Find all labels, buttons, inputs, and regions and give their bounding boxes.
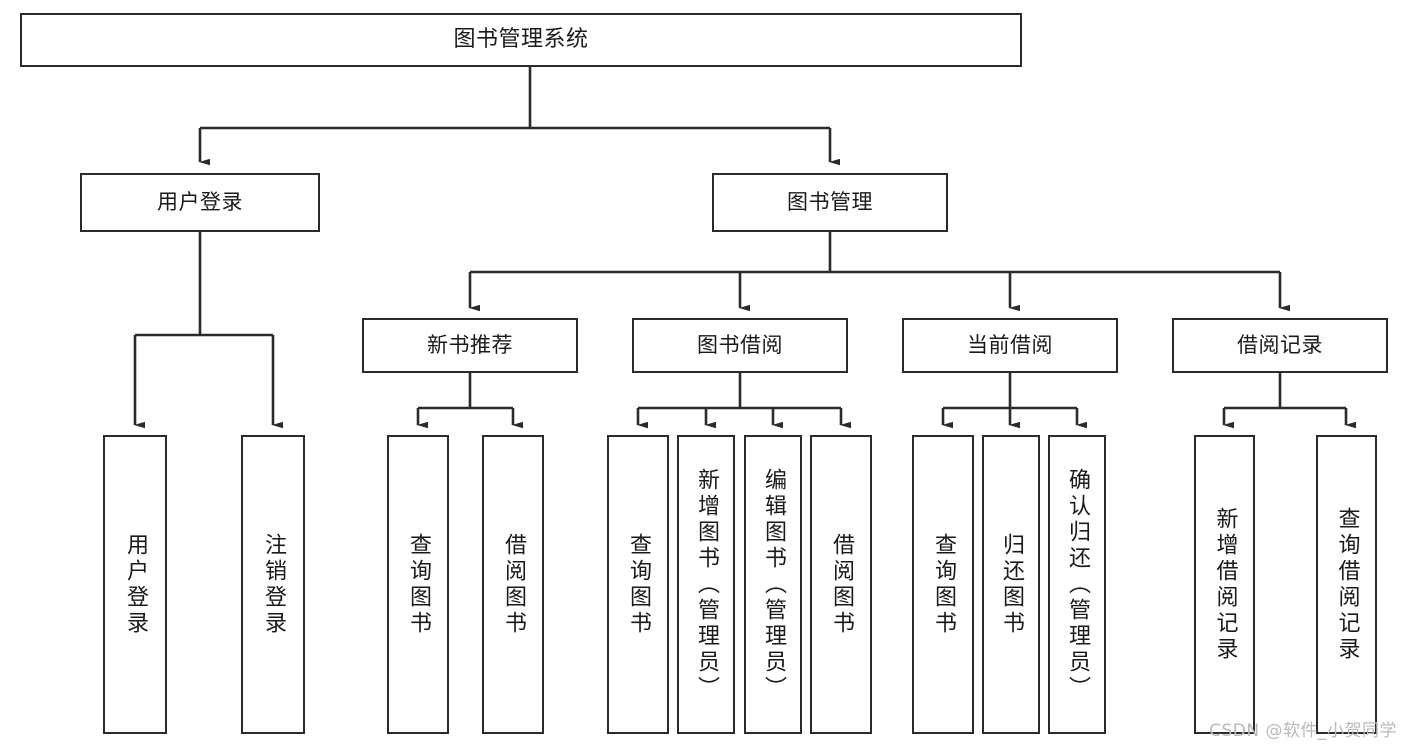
node-label: 用户登录 — [157, 190, 243, 215]
node-root-system[interactable]: 图书管理系统 — [20, 13, 1022, 67]
node-new-book-recommend[interactable]: 新书推荐 — [362, 318, 578, 373]
node-leaf-user-login[interactable]: 用户登录 — [103, 435, 167, 734]
node-label: 注销登录 — [261, 532, 286, 637]
node-user-login[interactable]: 用户登录 — [80, 173, 320, 232]
node-label: 新增借阅记录 — [1212, 506, 1238, 663]
node-leaf-query-record[interactable]: 查询借阅记录 — [1316, 435, 1377, 734]
node-leaf-return-book[interactable]: 归还图书 — [982, 435, 1040, 734]
node-leaf-query-book-3[interactable]: 查询图书 — [912, 435, 974, 734]
node-label: 新增图书（管理员） — [694, 467, 719, 702]
node-leaf-query-book-2[interactable]: 查询图书 — [607, 435, 669, 734]
node-label: 借阅记录 — [1237, 333, 1323, 358]
node-label: 借阅图书 — [501, 532, 526, 637]
node-label: 归还图书 — [999, 532, 1024, 637]
node-label: 编辑图书（管理员） — [761, 467, 786, 702]
node-leaf-confirm-return[interactable]: 确认归还（管理员） — [1048, 435, 1106, 734]
node-label: 查询图书 — [931, 532, 956, 637]
node-leaf-edit-book[interactable]: 编辑图书（管理员） — [744, 435, 802, 734]
node-label: 确认归还（管理员） — [1065, 467, 1090, 702]
node-label: 图书管理系统 — [453, 27, 589, 53]
node-leaf-query-book-1[interactable]: 查询图书 — [387, 435, 449, 734]
node-label: 图书管理 — [787, 190, 873, 215]
node-label: 当前借阅 — [967, 333, 1053, 358]
node-label: 用户登录 — [123, 532, 148, 637]
node-borrow-record[interactable]: 借阅记录 — [1172, 318, 1388, 373]
node-label: 查询图书 — [406, 532, 431, 637]
node-book-manage[interactable]: 图书管理 — [712, 173, 948, 232]
node-leaf-borrow-book-1[interactable]: 借阅图书 — [482, 435, 544, 734]
node-label: 查询借阅记录 — [1334, 506, 1360, 663]
node-label: 新书推荐 — [427, 333, 513, 358]
node-leaf-add-book[interactable]: 新增图书（管理员） — [677, 435, 735, 734]
node-book-borrow[interactable]: 图书借阅 — [632, 318, 848, 373]
node-label: 查询图书 — [626, 532, 651, 637]
node-current-borrow[interactable]: 当前借阅 — [902, 318, 1118, 373]
node-leaf-borrow-book-2[interactable]: 借阅图书 — [810, 435, 872, 734]
node-leaf-add-record[interactable]: 新增借阅记录 — [1194, 435, 1255, 734]
node-label: 图书借阅 — [697, 333, 783, 358]
node-leaf-logout-login[interactable]: 注销登录 — [241, 435, 305, 734]
node-label: 借阅图书 — [829, 532, 854, 637]
